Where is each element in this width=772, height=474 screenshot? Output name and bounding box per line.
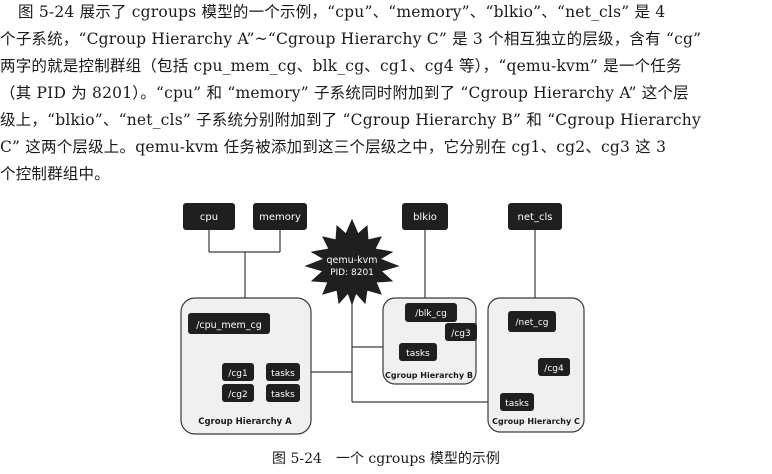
paragraph-line-5: 级上，“blkio”、“net_cls” 子系统分别附加到了 “Cgroup H… xyxy=(0,111,701,129)
paragraph-line-1: 图 5-24 展示了 cgroups 模型的一个示例，“cpu”、“memory… xyxy=(18,3,666,21)
subsystem-memory: memory xyxy=(253,203,307,230)
svg-text:/cpu_mem_cg: /cpu_mem_cg xyxy=(196,320,262,331)
cgroup-cg3: /cg3 xyxy=(445,323,477,341)
svg-text:/cg1: /cg1 xyxy=(228,369,247,379)
svg-text:/cg2: /cg2 xyxy=(228,390,247,400)
paragraph-line-3: 两字的就是控制群组（包括 cpu_mem_cg、blk_cg、cg1、cg4 等… xyxy=(0,57,682,75)
subsystem-cpu: cpu xyxy=(183,203,235,230)
paragraph-line-6: C” 这两个层级上。qemu-kvm 任务被添加到这三个层级之中，它分别在 cg… xyxy=(0,138,667,156)
hierarchy-b-label: Cgroup Hierarchy B xyxy=(385,371,473,380)
svg-text:/net_cg: /net_cg xyxy=(516,318,549,328)
subsystem-net-cls: net_cls xyxy=(508,203,562,230)
svg-text:tasks: tasks xyxy=(271,369,295,379)
cgroup-net-cg: /net_cg xyxy=(508,311,556,332)
svg-text:tasks: tasks xyxy=(271,390,295,400)
svg-text:tasks: tasks xyxy=(505,399,529,409)
cgroup-cg4: /cg4 xyxy=(538,358,570,376)
figure-caption: 图 5-24 一个 cgroups 模型的示例 xyxy=(272,451,500,467)
tasks-file-cg1: tasks xyxy=(266,363,300,381)
tasks-file-cg4: tasks xyxy=(500,393,534,411)
task-name: qemu-kvm xyxy=(327,255,378,266)
cgroup-cpu-mem-cg: /cpu_mem_cg xyxy=(188,313,270,334)
svg-text:net_cls: net_cls xyxy=(518,212,553,223)
svg-text:/cg3: /cg3 xyxy=(451,329,470,339)
svg-text:/cg4: /cg4 xyxy=(544,364,564,374)
hierarchy-a-label: Cgroup Hierarchy A xyxy=(198,417,292,427)
svg-text:memory: memory xyxy=(259,212,301,223)
qemu-kvm-task-burst: qemu-kvm PID: 8201 xyxy=(304,218,400,306)
tasks-file-cg2: tasks xyxy=(266,384,300,402)
paragraph-line-2: 个子系统，“Cgroup Hierarchy A”~“Cgroup Hierar… xyxy=(0,30,702,48)
svg-text:cpu: cpu xyxy=(200,212,218,223)
task-pid: PID: 8201 xyxy=(330,268,374,278)
paragraph-line-4: （其 PID 为 8201）。“cpu” 和 “memory” 子系统同时附加到… xyxy=(0,84,689,102)
cgroup-cg1: /cg1 xyxy=(222,363,254,381)
cgroup-cg2: /cg2 xyxy=(222,384,254,402)
paragraph-line-7: 个控制群组中。 xyxy=(0,165,110,183)
cgroup-blk-cg: /blk_cg xyxy=(405,303,457,322)
svg-text:/blk_cg: /blk_cg xyxy=(415,309,447,319)
tasks-file-cg3: tasks xyxy=(399,343,437,361)
subsystem-blkio: blkio xyxy=(402,203,448,230)
svg-text:tasks: tasks xyxy=(406,349,430,359)
svg-text:blkio: blkio xyxy=(413,212,437,223)
hierarchy-c-label: Cgroup Hierarchy C xyxy=(492,417,580,426)
